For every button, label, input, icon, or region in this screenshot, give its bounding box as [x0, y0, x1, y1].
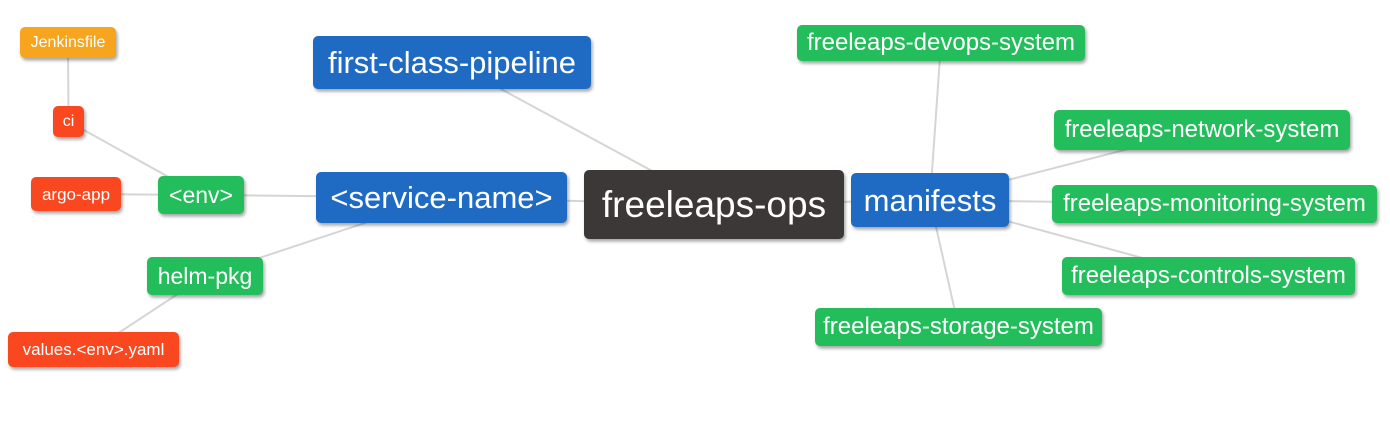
node-helm-pkg[interactable]: helm-pkg [147, 257, 263, 295]
node-devops-system[interactable]: freeleaps-devops-system [797, 25, 1085, 61]
node-manifests[interactable]: manifests [851, 173, 1009, 227]
node-storage-system[interactable]: freeleaps-storage-system [815, 308, 1102, 346]
node-first-class-pipeline[interactable]: first-class-pipeline [313, 36, 591, 89]
node-env[interactable]: <env> [158, 176, 244, 214]
node-argo-app[interactable]: argo-app [31, 177, 121, 211]
node-jenkinsfile[interactable]: Jenkinsfile [20, 27, 116, 58]
node-network-system[interactable]: freeleaps-network-system [1054, 110, 1350, 150]
node-service-name[interactable]: <service-name> [316, 172, 567, 223]
node-values-env-yaml[interactable]: values.<env>.yaml [8, 332, 179, 367]
node-freeleaps-ops[interactable]: freeleaps-ops [584, 170, 844, 239]
node-controls-system[interactable]: freeleaps-controls-system [1062, 257, 1355, 295]
node-monitoring-system[interactable]: freeleaps-monitoring-system [1052, 185, 1377, 223]
node-ci[interactable]: ci [53, 106, 84, 137]
